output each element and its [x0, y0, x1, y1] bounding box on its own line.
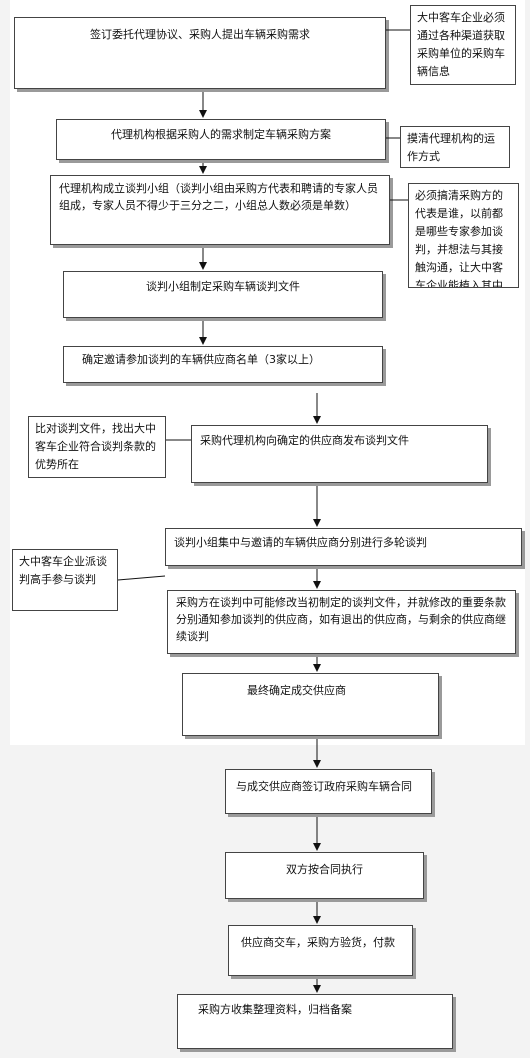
- step-3-box: 代理机构成立谈判小组（谈判小组由采购方代表和聘请的专家人员组成，专家人员不得少于…: [50, 175, 390, 245]
- step-6-box: 采购代理机构向确定的供应商发布谈判文件: [191, 425, 488, 483]
- step-8-box: 采购方在谈判中可能修改当初制定的谈判文件，并就修改的重要条款分别通知参加谈判的供…: [167, 590, 516, 654]
- step-13-text: 采购方收集整理资料，归档备案: [198, 1003, 352, 1016]
- step-7-box: 谈判小组集中与邀请的车辆供应商分别进行多轮谈判: [165, 528, 522, 566]
- step-9-box: 最终确定成交供应商: [182, 673, 439, 736]
- note-1: 大中客车企业必须通过各种渠道获取采购单位的采购车辆信息: [410, 5, 516, 85]
- step-4-box: 谈判小组制定采购车辆谈判文件: [63, 271, 383, 318]
- step-1-text: 签订委托代理协议、采购人提出车辆采购需求: [90, 28, 310, 41]
- note-4: 比对谈判文件，找出大中客车企业符合谈判条款的优势所在: [28, 416, 166, 478]
- note-5-text: 大中客车企业派谈判高手参与谈判: [19, 555, 107, 586]
- step-7-text: 谈判小组集中与邀请的车辆供应商分别进行多轮谈判: [174, 536, 427, 549]
- step-2-box: 代理机构根据采购人的需求制定车辆采购方案: [56, 119, 386, 160]
- note-3-text: 必须搞清采购方的代表是谁，以前都是哪些专家参加谈判，并想法与其接触沟通，让大中客…: [415, 189, 503, 288]
- step-11-box: 双方按合同执行: [225, 852, 424, 899]
- note-4-text: 比对谈判文件，找出大中客车企业符合谈判条款的优势所在: [35, 422, 156, 471]
- step-1-box: 签订委托代理协议、采购人提出车辆采购需求: [14, 17, 386, 89]
- step-11-text: 双方按合同执行: [286, 863, 363, 876]
- note-3: 必须搞清采购方的代表是谁，以前都是哪些专家参加谈判，并想法与其接触沟通，让大中客…: [408, 183, 519, 288]
- step-12-box: 供应商交车，采购方验货，付款: [228, 925, 413, 976]
- step-3-text: 代理机构成立谈判小组（谈判小组由采购方代表和聘请的专家人员组成，专家人员不得少于…: [59, 182, 378, 212]
- note-1-text: 大中客车企业必须通过各种渠道获取采购单位的采购车辆信息: [417, 11, 505, 78]
- step-10-text: 与成交供应商签订政府采购车辆合同: [236, 780, 412, 793]
- step-10-box: 与成交供应商签订政府采购车辆合同: [225, 769, 432, 814]
- link-note-5: [117, 575, 166, 581]
- step-5-text: 确定邀请参加谈判的车辆供应商名单（3家以上）: [82, 353, 320, 366]
- note-2-text: 摸清代理机构的运作方式: [407, 132, 495, 163]
- step-9-text: 最终确定成交供应商: [247, 684, 346, 697]
- step-4-text: 谈判小组制定采购车辆谈判文件: [146, 280, 300, 293]
- step-5-box: 确定邀请参加谈判的车辆供应商名单（3家以上）: [63, 346, 383, 383]
- step-8-text: 采购方在谈判中可能修改当初制定的谈判文件，并就修改的重要条款分别通知参加谈判的供…: [176, 596, 506, 643]
- note-5: 大中客车企业派谈判高手参与谈判: [12, 549, 118, 611]
- step-2-text: 代理机构根据采购人的需求制定车辆采购方案: [111, 128, 331, 141]
- step-13-box: 采购方收集整理资料，归档备案: [177, 994, 453, 1049]
- note-2: 摸清代理机构的运作方式: [400, 126, 510, 168]
- step-12-text: 供应商交车，采购方验货，付款: [241, 936, 395, 949]
- step-6-text: 采购代理机构向确定的供应商发布谈判文件: [200, 434, 409, 447]
